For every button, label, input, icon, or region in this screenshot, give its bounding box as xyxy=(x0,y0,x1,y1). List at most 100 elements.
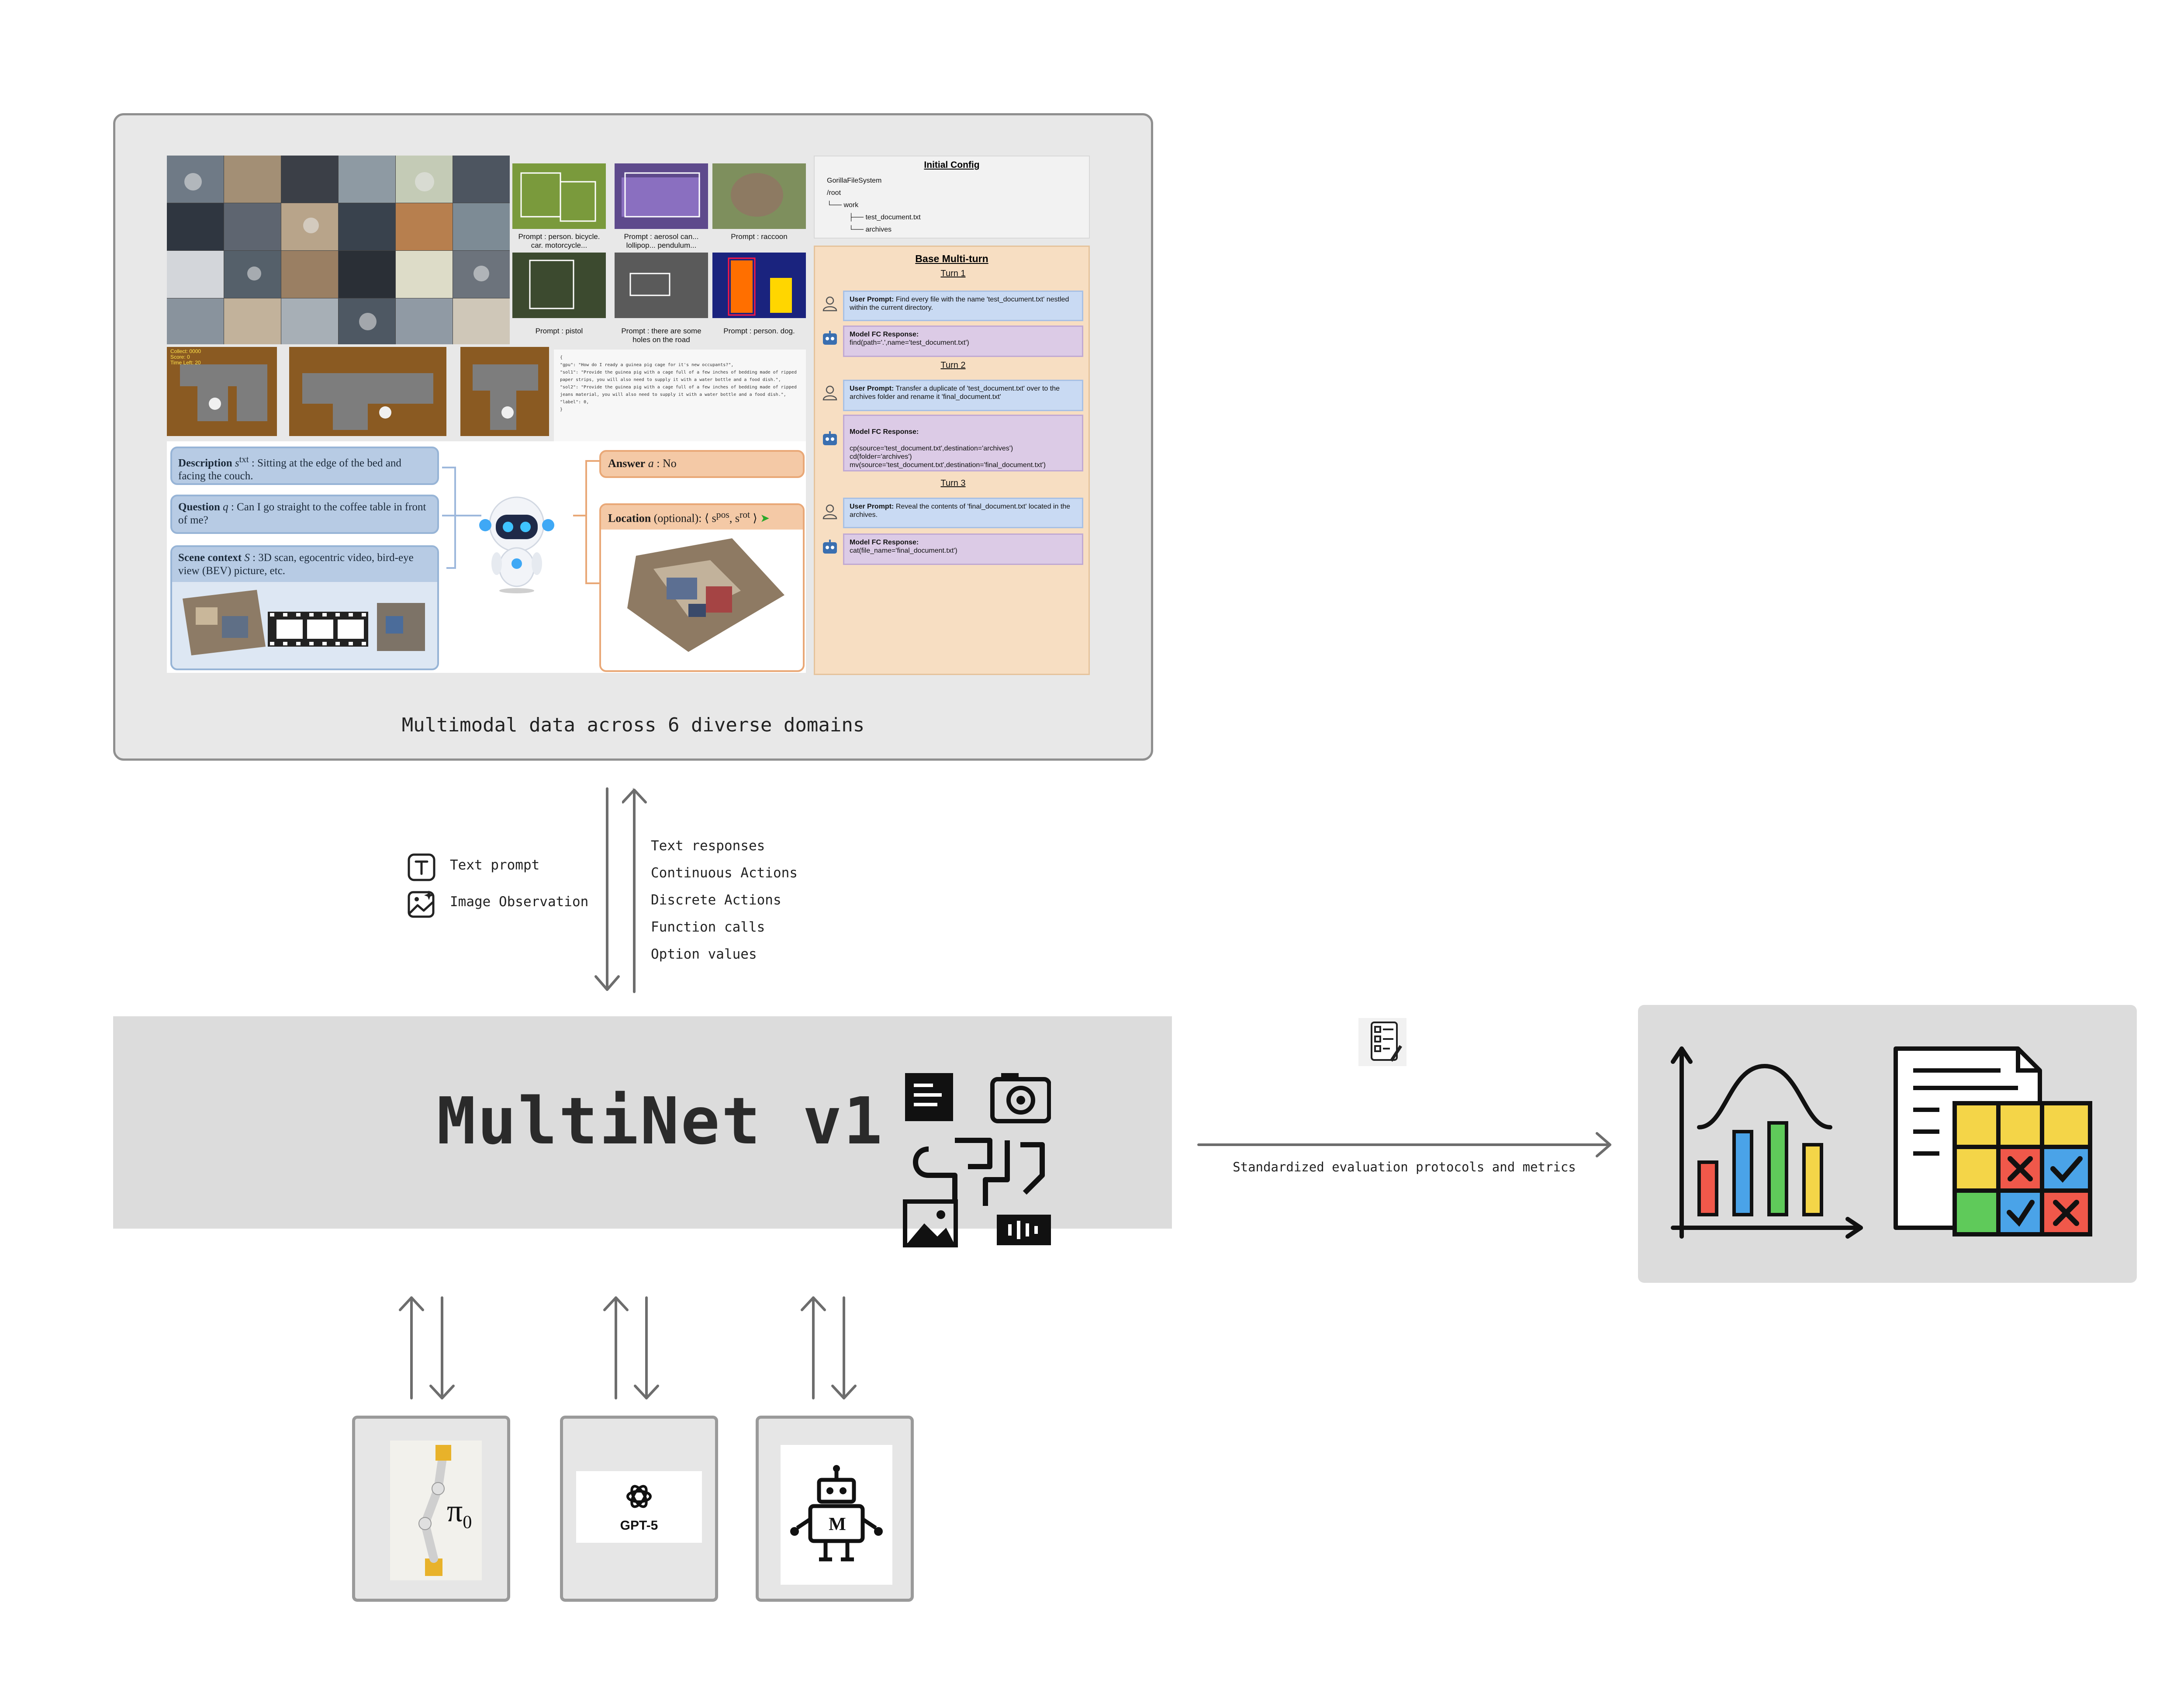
pi-symbol: π xyxy=(447,1493,463,1528)
location-optional-text: (optional): xyxy=(653,512,702,525)
bar-chart-icon xyxy=(1671,1046,1863,1239)
description-label: Description xyxy=(178,457,232,469)
odin-prompt-6: Prompt : person. dog. xyxy=(723,327,795,335)
base-multiturn-title: Base Multi-turn xyxy=(915,253,988,264)
gpt5-card xyxy=(576,1471,702,1543)
model-box-magma[interactable]: M xyxy=(756,1416,914,1602)
scene-context-images xyxy=(183,590,425,655)
turn-3-model-response: Model FC Response: cat(file_name='final_… xyxy=(843,533,1083,565)
piqa-json-snippet: { "gpu": "How do I ready a guinea pig ca… xyxy=(554,350,806,446)
tree-line: /root xyxy=(827,189,841,197)
model-icon xyxy=(821,330,839,347)
object-detection-grid: Prompt : person. bicycle. car. motorcycl… xyxy=(512,156,806,346)
user-prompt-text: Transfer a duplicate of 'test_document.t… xyxy=(850,385,1060,401)
main-title: MultiNet v1 xyxy=(437,1084,885,1159)
odin-prompt-4: Prompt : pistol xyxy=(535,327,583,335)
json-line: "sol1": "Provide the guinea pig with a c… xyxy=(560,370,797,382)
image-observation-icon xyxy=(408,890,435,918)
eval-label: Standardized evaluation protocols and me… xyxy=(1233,1160,1576,1174)
turn-2-user-prompt: User Prompt: Transfer a duplicate of 'te… xyxy=(843,380,1083,411)
question-variable: q xyxy=(223,501,228,513)
answer-text: : No xyxy=(657,457,677,470)
question-label: Question xyxy=(178,501,220,513)
location-pos: pos xyxy=(716,509,729,520)
gpt5-label: GPT-5 xyxy=(620,1518,658,1533)
scene-text: : 3D scan, egocentric video, bird-eye vi… xyxy=(178,552,414,577)
user-icon xyxy=(821,503,839,520)
robot-m-icon xyxy=(790,1465,883,1562)
answer-variable: a xyxy=(648,457,654,470)
procgen-overlay-line: Score: 0 xyxy=(170,354,190,360)
scene-variable: S xyxy=(244,552,250,564)
magma-m-label: M xyxy=(829,1514,846,1534)
input-text-prompt: Text prompt xyxy=(450,857,540,873)
robot-arm-icon xyxy=(418,1445,451,1576)
turn-1-label: Turn 1 xyxy=(940,269,966,278)
turn-3-user-prompt: User Prompt: Reveal the contents of 'fin… xyxy=(843,498,1083,528)
tree-line: GorillaFileSystem xyxy=(827,177,882,184)
json-line: } xyxy=(560,407,563,412)
sqa-description-box: Description stxt : Sitting at the edge o… xyxy=(170,447,439,485)
tree-line: ├── test_document.txt xyxy=(849,214,921,221)
json-line: { xyxy=(560,355,563,360)
output-function-calls: Function calls xyxy=(651,919,765,935)
location-formula: ⟨ s xyxy=(705,512,716,525)
odin-prompt-5: Prompt : there are some holes on the roa… xyxy=(621,327,702,344)
pi-subscript: 0 xyxy=(463,1512,472,1533)
model-response-label: Model FC Response: xyxy=(850,539,919,546)
question-text: : Can I go straight to the coffee table … xyxy=(178,501,426,526)
detection-images xyxy=(512,163,806,318)
sqa-answer-box: Answer a : No xyxy=(599,450,805,478)
sqa-location-box: Location (optional): ⟨ spos, srot ⟩ ➤ xyxy=(599,503,805,672)
turn-2-model-response: Model FC Response: cp(source='test_docum… xyxy=(843,415,1083,471)
answer-label: Answer xyxy=(608,457,646,470)
scene-label: Scene context xyxy=(178,552,242,564)
panel-caption: Multimodal data across 6 diverse domains xyxy=(401,714,865,736)
user-icon xyxy=(821,295,839,312)
model-arrows xyxy=(399,1296,857,1399)
robotics-image-grid xyxy=(167,156,510,344)
user-icon xyxy=(821,384,839,402)
model-icon xyxy=(821,430,839,448)
sqa-scene-box: Scene context S : 3D scan, egocentric vi… xyxy=(170,545,439,670)
output-option-values: Option values xyxy=(651,946,757,962)
pi0-label: π0 xyxy=(447,1493,472,1533)
json-line: "label": 0, xyxy=(560,400,589,405)
turn-1-model-response: Model FC Response: find(path='.',name='t… xyxy=(843,326,1083,357)
sqa-question-box: Question q : Can I go straight to the co… xyxy=(170,495,439,534)
output-arrow-up xyxy=(622,789,647,993)
description-text: : Sitting at the edge of the bed and fac… xyxy=(178,457,401,482)
json-line: "sol2": "Provide the guinea pig with a c… xyxy=(560,385,797,397)
text-prompt-icon xyxy=(408,853,435,881)
model-box-pi0[interactable]: π0 xyxy=(352,1416,510,1602)
model-response-label: Model FC Response: xyxy=(850,428,919,436)
robotics-collage xyxy=(167,156,510,344)
model-icon xyxy=(821,539,839,556)
turn-2-label: Turn 2 xyxy=(940,360,966,370)
green-arrow-icon: ➤ xyxy=(760,512,770,525)
output-discrete-actions: Discrete Actions xyxy=(651,892,781,908)
user-prompt-label: User Prompt: xyxy=(850,296,894,303)
model-box-gpt5[interactable]: GPT-5 xyxy=(560,1416,718,1602)
procgen-screens xyxy=(167,347,549,436)
procgen-overlay-line: Time Left: 20 xyxy=(170,360,201,366)
procgen-game-tiles: Collect: 0000 Score: 0 Time Left: 20 xyxy=(167,347,549,436)
procgen-overlay-line: Collect: 0000 xyxy=(170,348,201,354)
user-prompt-text: Find every file with the name 'test_docu… xyxy=(850,296,1069,312)
turn-1-user-prompt: User Prompt: Find every file with the na… xyxy=(843,291,1083,321)
robot-mascot-icon xyxy=(479,496,554,593)
input-image-observation: Image Observation xyxy=(450,894,589,910)
tree-line: └── work xyxy=(827,201,859,209)
model-response-text: cat(file_name='final_document.txt') xyxy=(850,547,957,554)
odin-prompt-2: Prompt : aerosol can... lollipop... pend… xyxy=(624,232,699,249)
file-tree: GorillaFileSystem /root └── work ├── tes… xyxy=(827,175,921,236)
user-prompt-text: Reveal the contents of 'final_document.t… xyxy=(850,503,1071,519)
location-close: ⟩ xyxy=(753,512,757,525)
description-variable: s xyxy=(235,457,239,469)
output-text-responses: Text responses xyxy=(651,838,765,854)
report-table-icon xyxy=(1894,1046,2092,1236)
eval-arrow xyxy=(1197,1132,1611,1157)
io-arrows xyxy=(594,787,633,991)
initial-config-title: Initial Config xyxy=(924,160,980,170)
location-label: Location xyxy=(608,512,651,525)
